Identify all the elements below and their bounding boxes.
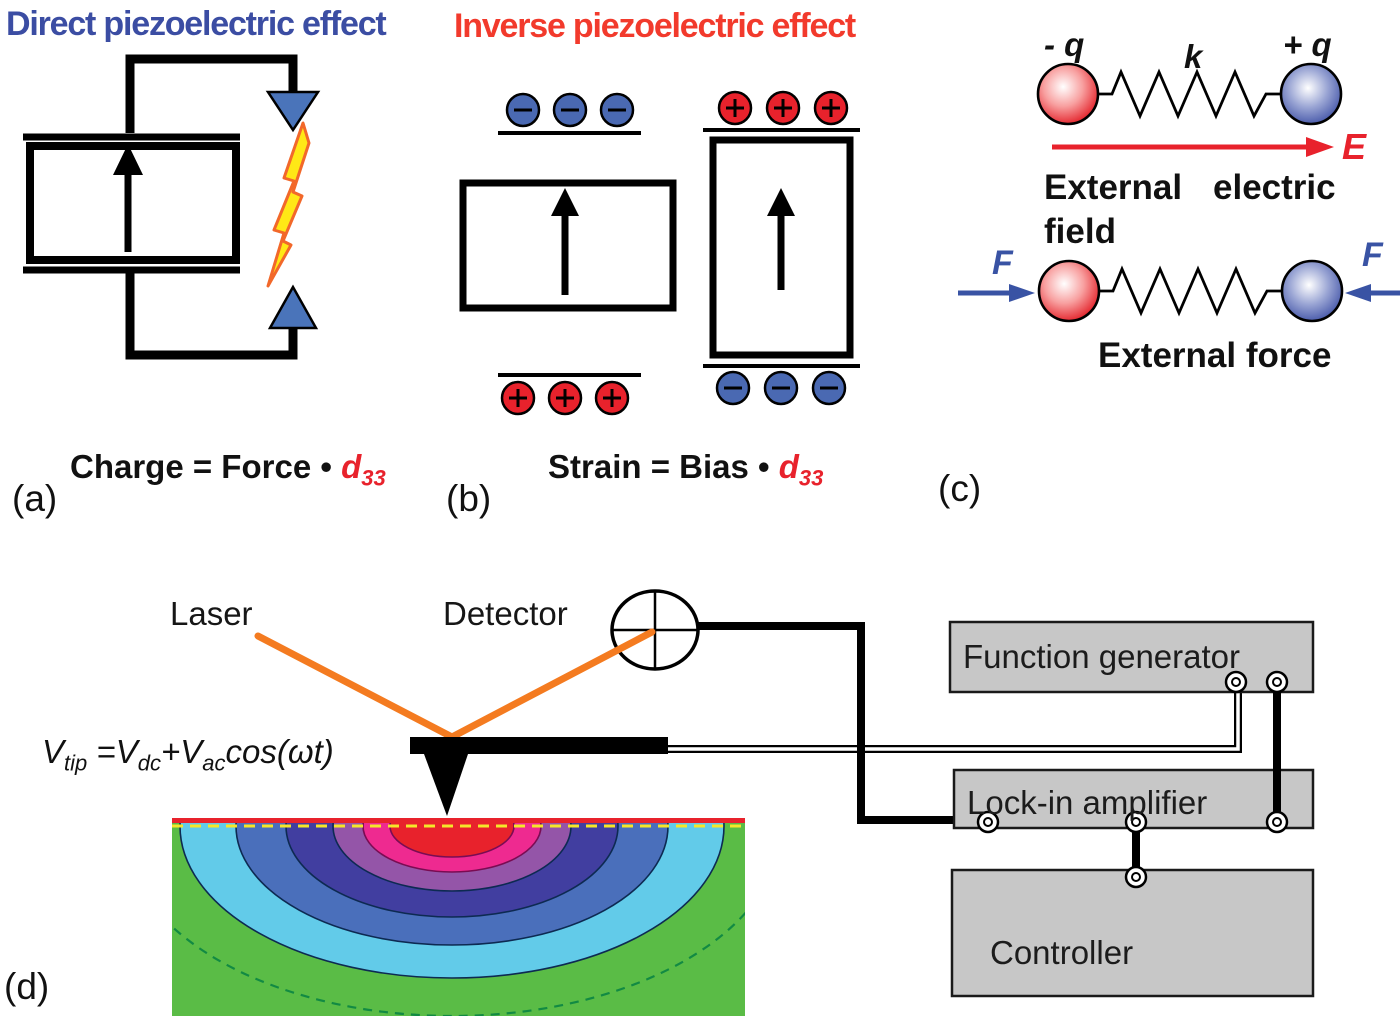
caption-external-force: External force	[1098, 336, 1332, 375]
lockin-port-left	[976, 810, 1000, 834]
lock-in-amplifier-label: Lock-in amplifier	[967, 784, 1208, 821]
force-arrow-left	[958, 284, 1035, 302]
panel-c-diagram	[958, 62, 1400, 323]
panel-label-d: (d)	[4, 966, 50, 1007]
function-generator-box	[948, 620, 1315, 694]
cantilever	[410, 737, 668, 754]
panel-b-title: Inverse piezoelectric effect	[454, 7, 856, 45]
panel-a-title: Direct piezoelectric effect	[6, 5, 387, 43]
negative-ion-ball	[1036, 62, 1100, 126]
positive-ion-ball	[1279, 62, 1343, 126]
panel-label-c: (c)	[938, 468, 982, 509]
panel-label-a: (a)	[12, 478, 58, 519]
connector-ports	[976, 670, 1289, 889]
panel-label-b: (b)	[446, 478, 492, 519]
piezo-crystal-b-right	[709, 136, 854, 359]
wire-tip-to-function-generator	[668, 686, 1242, 753]
tip-voltage-equation: Vtip =Vdc+Vaccos(ωt)	[42, 733, 334, 776]
crystal-elongated	[703, 90, 860, 406]
controller-port	[1124, 865, 1148, 889]
controller-label: Controller	[990, 934, 1134, 971]
crystal-compressed	[459, 92, 677, 416]
caption-electric: electric	[1213, 168, 1336, 207]
arrow-down-triangle	[265, 90, 321, 133]
force-arrow-right	[1345, 284, 1400, 302]
fg-port-2	[1265, 670, 1289, 694]
lightning-bolt-icon	[266, 121, 311, 288]
wire-bottom	[125, 270, 298, 360]
polarization-arrow-a	[113, 144, 143, 252]
negative-charge-label: - q	[1044, 26, 1085, 63]
function-generator-label: Function generator	[963, 638, 1241, 675]
panel-a-circuit	[23, 54, 321, 360]
panel-d-diagram	[172, 589, 1315, 1016]
panel-b-diagram	[459, 90, 860, 416]
afm-tip	[424, 754, 468, 816]
d33-symbol: d33	[778, 448, 824, 491]
ion-ball-left	[1037, 259, 1101, 323]
laser-beam	[254, 628, 656, 741]
spring-bottom	[1099, 265, 1282, 317]
equation-b: Strain = Bias • d33	[548, 448, 824, 491]
spring-constant-label: k	[1184, 38, 1203, 75]
polarization-arrow-b-left	[551, 188, 579, 295]
ion-ball-right	[1280, 259, 1344, 323]
wire-top	[125, 54, 298, 133]
contour-plot	[172, 818, 745, 1016]
wire-detector-to-lockin	[697, 622, 980, 824]
caption-external: External	[1044, 168, 1183, 207]
laser-label: Laser	[170, 595, 253, 632]
force-label-left: F	[992, 244, 1013, 282]
d33-symbol: d33	[341, 448, 386, 491]
e-field-arrow	[1052, 137, 1334, 157]
fg-port-1	[1224, 670, 1248, 694]
equation-a: Charge = Force • d33	[70, 448, 386, 491]
controller-box	[950, 868, 1315, 998]
positive-charge-label: + q	[1283, 26, 1332, 63]
force-label-right: F	[1362, 236, 1383, 274]
spring-top	[1098, 68, 1281, 120]
e-field-label: E	[1342, 126, 1367, 167]
polarization-arrow-b-right	[767, 188, 795, 290]
lockin-port-mid	[1124, 810, 1148, 834]
arrow-up-triangle	[267, 284, 319, 330]
detector-label: Detector	[443, 595, 568, 632]
detector-icon	[610, 589, 700, 671]
lockin-port-right	[1265, 810, 1289, 834]
caption-field: field	[1044, 212, 1116, 251]
